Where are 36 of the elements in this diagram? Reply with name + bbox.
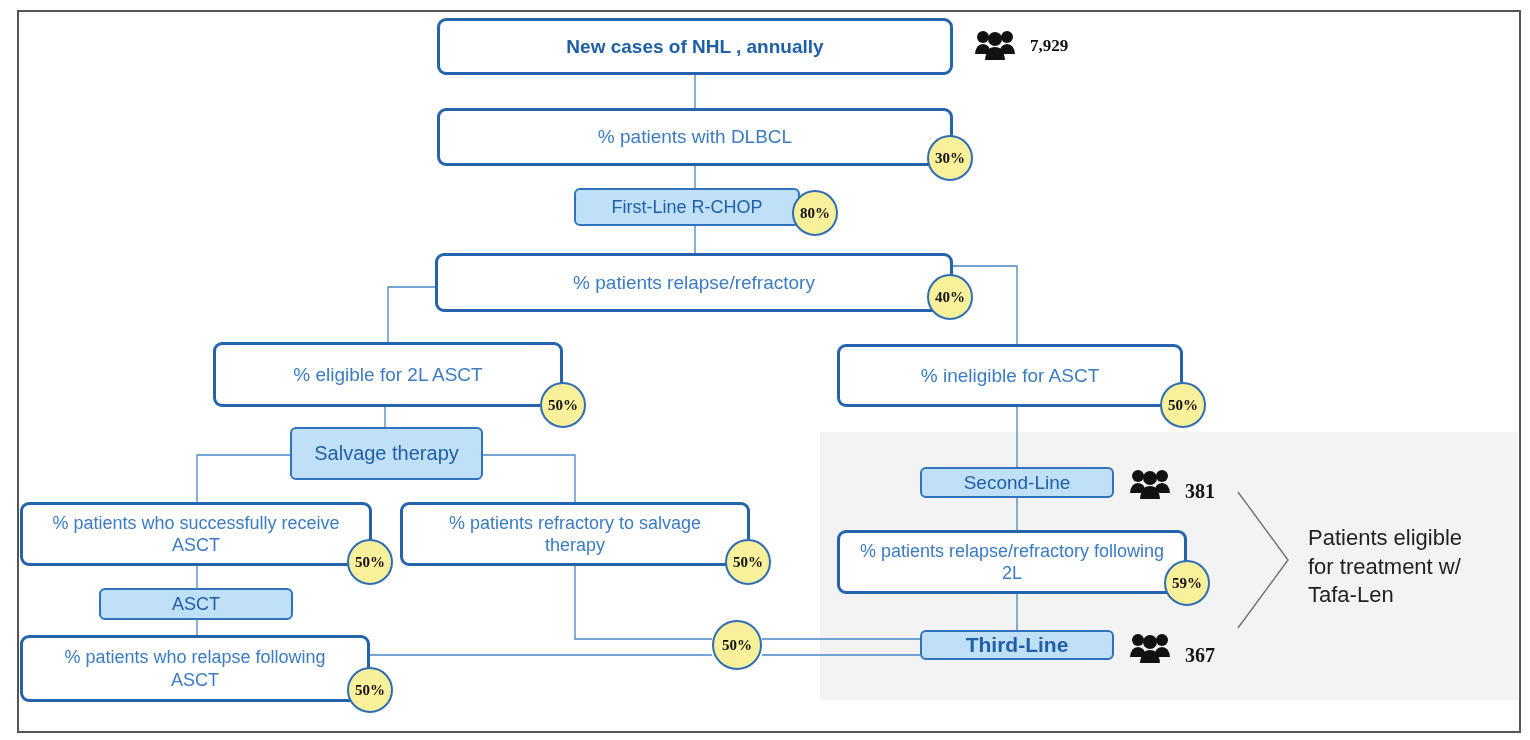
eligibility-note: Patients eligible for treatment w/ Tafa-Len — [1308, 524, 1464, 610]
percentage-circle: 50% — [347, 667, 393, 713]
connector-line — [369, 654, 713, 656]
patient-count: 7,929 — [1030, 36, 1069, 56]
connector-line — [694, 225, 696, 254]
percentage-circle: 50% — [712, 620, 762, 670]
connector-line — [384, 406, 386, 428]
percentage-circle: 50% — [725, 539, 771, 585]
step-label-box: First-Line R-CHOP — [574, 188, 800, 226]
step-label-box: Salvage therapy — [290, 427, 483, 480]
percentage-circle: 40% — [927, 274, 973, 320]
connector-line — [694, 74, 696, 109]
patient-count: 367 — [1185, 644, 1215, 667]
percentage-circle: 50% — [347, 539, 393, 585]
percentage-circle: 80% — [792, 190, 838, 236]
connector-line — [761, 654, 921, 656]
connector-line — [952, 265, 1018, 345]
connector-line — [1016, 593, 1018, 631]
connector-line — [482, 454, 576, 503]
step-label-box: Second-Line — [920, 467, 1114, 498]
connector-line — [196, 619, 198, 636]
connector-line — [1016, 406, 1018, 468]
percentage-circle: 30% — [927, 135, 973, 181]
connector-line — [1016, 497, 1018, 531]
connector-line — [196, 565, 198, 589]
process-box: New cases of NHL , annually — [437, 18, 953, 75]
connector-line — [387, 286, 436, 343]
patient-count: 381 — [1185, 480, 1215, 503]
percentage-circle: 50% — [1160, 382, 1206, 428]
percentage-circle: 50% — [540, 382, 586, 428]
connector-line — [761, 638, 921, 640]
connector-line — [196, 454, 291, 503]
connector-line — [694, 165, 696, 189]
step-label-box: ASCT — [99, 588, 293, 620]
step-label-box: Third-Line — [920, 630, 1114, 660]
connector-line — [574, 565, 713, 640]
